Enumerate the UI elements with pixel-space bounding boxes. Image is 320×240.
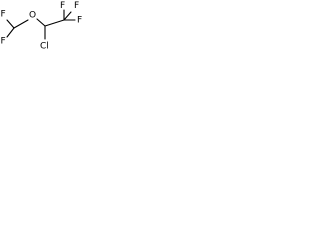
bond-chf2-oxygen: [13, 19, 29, 29]
bonds: [6, 9, 76, 40]
bond-chf2-f-bottom: [6, 27, 15, 38]
atom-f-top-mid: F: [60, 1, 65, 11]
bond-oxygen-chcl: [36, 18, 46, 27]
atom-f-bottom-left: F: [1, 37, 6, 47]
atom-f-right: F: [77, 16, 82, 26]
atom-labels: F F O F F F Cl: [1, 1, 83, 52]
atom-f-top-left: F: [1, 10, 6, 20]
atom-oxygen: O: [29, 11, 36, 21]
atom-chlorine: Cl: [40, 42, 49, 52]
bond-chf2-f-top: [6, 19, 15, 29]
atom-f-top-right: F: [74, 1, 79, 11]
bond-chcl-cf3: [44, 19, 65, 27]
structural-formula: F F O F F F Cl: [1, 1, 83, 52]
bond-cf3-f-right-top: [63, 11, 72, 21]
